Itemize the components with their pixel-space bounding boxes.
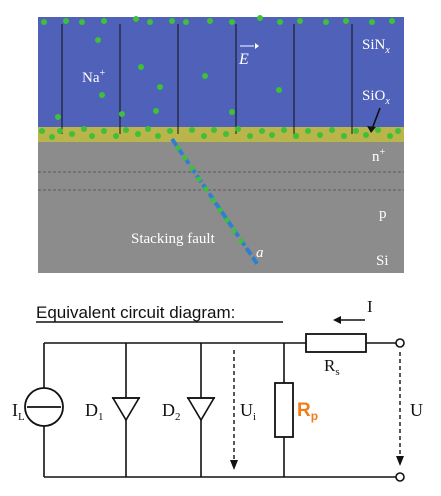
fault-particles	[175, 145, 244, 244]
terminal-top	[395, 338, 405, 348]
field-arrow-head	[255, 43, 259, 49]
diode-2	[186, 397, 216, 422]
sio-pointer-head	[367, 126, 376, 133]
source-label: IL	[12, 400, 25, 423]
shunt-label: Rp	[297, 400, 318, 423]
diode-2-label: D2	[162, 400, 181, 423]
interface-layer	[38, 127, 404, 142]
sio-pointer	[371, 107, 381, 130]
series-label: Rs	[324, 356, 340, 378]
field-label: E	[238, 51, 249, 68]
output-voltage-label: U	[410, 400, 423, 420]
current-source	[24, 387, 64, 427]
field-lines	[61, 24, 353, 134]
sodium-particles	[39, 15, 401, 140]
diode-1-label: D1	[85, 400, 104, 423]
fault-angle-label: a	[256, 245, 264, 261]
output-voltage-arrow-head	[396, 456, 404, 466]
sio-label: SiOx	[362, 88, 390, 107]
p-label: p	[379, 206, 387, 222]
shunt-resistor	[274, 382, 294, 438]
sin-label: SiNx	[362, 37, 390, 56]
inner-voltage-arrow-head	[230, 460, 238, 470]
inner-voltage-label: Ui	[240, 400, 256, 423]
circuit-wires	[43, 342, 396, 478]
circuit-title: Equivalent circuit diagram:	[36, 303, 235, 322]
terminal-bottom	[395, 472, 405, 482]
diode-1	[111, 397, 141, 422]
stacking-fault-label: Stacking fault	[131, 231, 216, 247]
circuit: Equivalent circuit diagram: IL D1	[12, 297, 423, 482]
cross-section: E Na+ SiNx SiOx n+ p Si Stacking fault a	[38, 15, 404, 273]
current-label: I	[367, 297, 373, 316]
current-arrow-head	[333, 316, 341, 324]
sin-layer	[38, 17, 404, 127]
si-label: Si	[376, 253, 389, 269]
n-plus-label: n+	[372, 147, 386, 165]
ion-label: Na+	[82, 68, 106, 86]
series-resistor	[305, 333, 367, 353]
